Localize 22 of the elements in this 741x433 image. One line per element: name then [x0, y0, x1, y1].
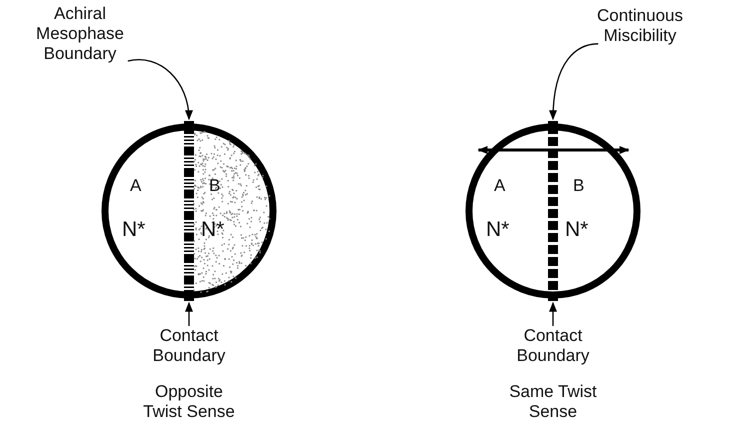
double-headed-arrow: [478, 146, 630, 154]
callout-label: Continuous Miscibility: [585, 6, 695, 48]
phase-letter: B: [209, 176, 220, 196]
phase-letter: A: [494, 176, 506, 196]
callout-label: Achiral Mesophase Boundary: [28, 4, 132, 66]
leader-arrow: [549, 43, 598, 120]
callout-label: Contact Boundary: [494, 326, 612, 368]
sample-circle: [465, 121, 641, 301]
phase-symbol: N*: [201, 220, 224, 240]
caption-label: Opposite Twist Sense: [142, 382, 236, 422]
phase-symbol: N*: [486, 220, 510, 240]
phase-letter: A: [130, 176, 142, 196]
leader-arrow: [185, 302, 193, 326]
phase-symbol: N*: [122, 220, 146, 240]
callout-label: Contact Boundary: [130, 326, 248, 368]
sample-circle: [101, 121, 277, 301]
caption-label: Same Twist Sense: [508, 382, 598, 422]
leader-arrow: [549, 302, 557, 326]
leader-arrow: [128, 59, 192, 120]
phase-letter: B: [573, 176, 584, 196]
phase-symbol: N*: [565, 220, 588, 240]
striped-boundary-line: [184, 121, 194, 301]
